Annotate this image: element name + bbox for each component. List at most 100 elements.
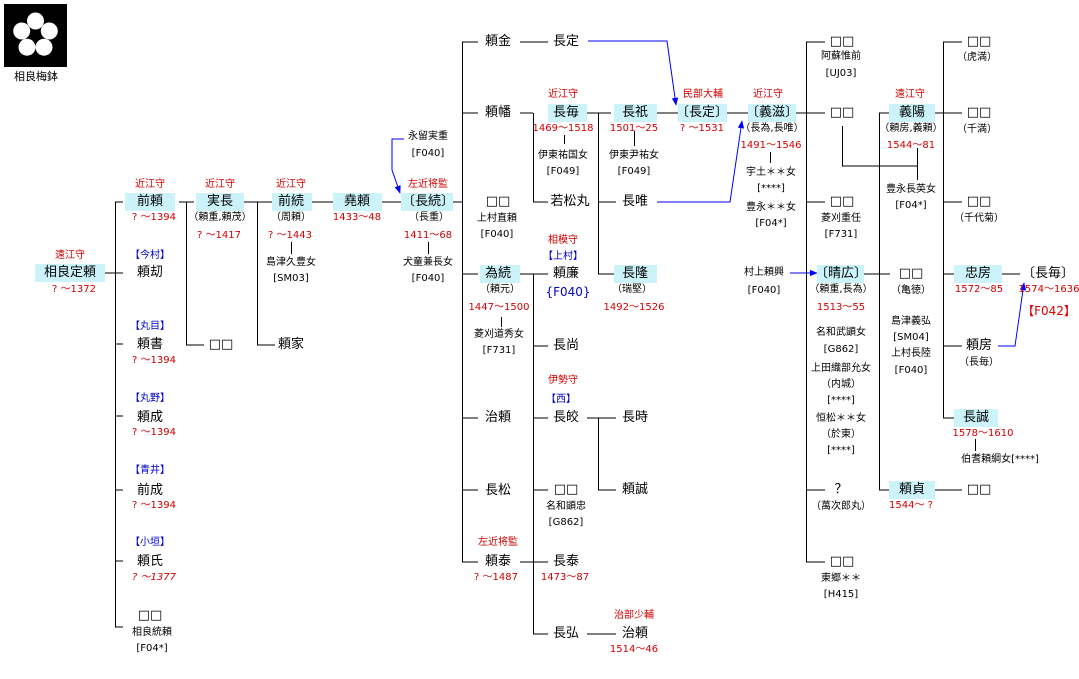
person-name: 〔晴広〕 bbox=[814, 266, 868, 281]
person-note: 東郷＊＊ bbox=[821, 573, 861, 584]
spouse-name: 伯耆頼綱女[****] bbox=[961, 454, 1039, 465]
spouse-ref: [SM03] bbox=[273, 273, 309, 284]
branch-tag: 【今村】 bbox=[130, 250, 170, 261]
adopted-ref: [F040] bbox=[411, 148, 445, 159]
person-name: 長皎 bbox=[552, 410, 580, 425]
person-name: □□ bbox=[966, 194, 992, 209]
person-name: □□ bbox=[898, 266, 924, 281]
person-name: 前頼 bbox=[136, 194, 164, 209]
person-years: 1473～87 bbox=[540, 572, 590, 583]
person-name: □□ bbox=[208, 337, 234, 352]
person-name: 〔長続〕 bbox=[401, 194, 455, 209]
person-note: 相良統頼 bbox=[132, 627, 172, 638]
spouse-name: 宇土＊＊女 bbox=[746, 167, 796, 178]
person-years: 1501～25 bbox=[609, 123, 659, 134]
person-name: 忠房 bbox=[964, 266, 992, 281]
highlight bbox=[614, 265, 657, 283]
person-name: 堯頼 bbox=[343, 194, 371, 209]
spouse-name: 名和武顕女 bbox=[816, 327, 866, 338]
person-name: □□ bbox=[829, 105, 855, 120]
person-years: ? ～1394 bbox=[132, 212, 176, 223]
adopted-from: 永留実重 bbox=[408, 131, 448, 142]
person-years: 1491～1546 bbox=[740, 140, 802, 151]
person-name: 相良定頼 bbox=[43, 265, 97, 280]
spouse-ref: [F04*] bbox=[895, 200, 927, 211]
person-years: ? ～1531 bbox=[680, 123, 724, 134]
adopted-from: 村上頼興 bbox=[744, 267, 784, 278]
person-name: □□ bbox=[485, 194, 511, 209]
person-ref: [G862] bbox=[548, 517, 584, 528]
spouse-name: 島津久豊女 bbox=[266, 257, 316, 268]
person-name: 頼家 bbox=[277, 337, 305, 352]
spouse-alias: （内城） bbox=[821, 379, 861, 390]
highlight bbox=[954, 409, 998, 427]
person-alias: （亀徳） bbox=[891, 285, 931, 296]
highlight bbox=[401, 193, 453, 211]
person-alias: （頼重,長為） bbox=[809, 284, 873, 295]
person-name: 長弘 bbox=[552, 626, 580, 641]
person-ref: [UJ03] bbox=[825, 68, 857, 79]
crest-caption: 相良梅鉢 bbox=[14, 70, 58, 83]
person-name: 〔長定〕 bbox=[675, 105, 729, 120]
person-name: 頼刧 bbox=[136, 265, 164, 280]
person-name: 〔長毎〕 bbox=[1021, 266, 1075, 281]
spouse-ref: [****] bbox=[827, 445, 855, 456]
person-years: 1492～1526 bbox=[603, 302, 665, 313]
spouse-name: 島津義弘 bbox=[891, 316, 931, 327]
person-name: 頼書 bbox=[136, 337, 164, 352]
person-name: 治頼 bbox=[621, 626, 649, 641]
person-years: 1469～1518 bbox=[532, 123, 594, 134]
person-name: 頼幡 bbox=[484, 105, 512, 120]
spouse-name: 犬童兼長女 bbox=[403, 257, 453, 268]
person-years: ? ～1372 bbox=[52, 284, 96, 295]
person-title: 治部少輔 bbox=[614, 610, 654, 621]
person-years: ? ～1394 bbox=[132, 500, 176, 511]
spouse-ref: [G862] bbox=[823, 344, 859, 355]
person-note: 菱刈重任 bbox=[821, 213, 861, 224]
spouse-name: 伊東尹祐女 bbox=[609, 150, 659, 161]
person-title: 遠江守 bbox=[895, 89, 925, 100]
spouse-ref: [****] bbox=[827, 395, 855, 406]
person-years: ? ～1443 bbox=[268, 230, 312, 241]
spouse-alias: （於東） bbox=[821, 429, 861, 440]
person-alias: （虎満） bbox=[957, 52, 997, 63]
person-name: □□ bbox=[966, 482, 992, 497]
person-alias: （長為,長唯） bbox=[740, 123, 804, 134]
person-title: 民部大輔 bbox=[683, 89, 723, 100]
spouse-name: 上村長陸 bbox=[891, 348, 931, 359]
person-alias: （千代菊） bbox=[954, 213, 1004, 224]
person-name: 長時 bbox=[621, 410, 649, 425]
person-name: 頼成 bbox=[136, 410, 164, 425]
highlight bbox=[954, 265, 1002, 283]
person-years: 1544～81 bbox=[886, 140, 936, 151]
highlight bbox=[817, 265, 864, 283]
highlight bbox=[889, 104, 935, 122]
person-ref: [F04*] bbox=[136, 643, 168, 654]
spouse-name: 伊東祐国女 bbox=[538, 150, 588, 161]
person-title: 伊勢守 bbox=[548, 375, 578, 386]
person-name: □□ bbox=[553, 482, 579, 497]
highlight bbox=[548, 104, 587, 122]
adopted-ref: [F040] bbox=[747, 285, 781, 296]
person-name: 頼泰 bbox=[484, 554, 512, 569]
person-ref: {F040} bbox=[545, 285, 591, 299]
person-title: 近江守 bbox=[205, 179, 235, 190]
branch-tag: 【小垣】 bbox=[130, 537, 170, 548]
person-name: □□ bbox=[966, 34, 992, 49]
highlight bbox=[678, 104, 727, 122]
person-years: 1578～1610 bbox=[952, 428, 1014, 439]
spouse-ref: [F049] bbox=[546, 166, 580, 177]
highlight bbox=[272, 193, 312, 211]
person-note: 名和顕忠 bbox=[546, 501, 586, 512]
highlight bbox=[333, 193, 382, 211]
person-alias: （長重） bbox=[409, 212, 449, 223]
person-title: 相模守 bbox=[548, 235, 578, 246]
spouse-ref: [F040] bbox=[411, 273, 445, 284]
spouse-name: 菱刈道秀女 bbox=[474, 329, 524, 340]
person-years: ? ～1377 bbox=[132, 572, 176, 583]
umebachi-crest-icon bbox=[4, 4, 67, 67]
person-alias: （萬次郎丸） bbox=[811, 501, 871, 512]
highlight bbox=[480, 265, 520, 283]
